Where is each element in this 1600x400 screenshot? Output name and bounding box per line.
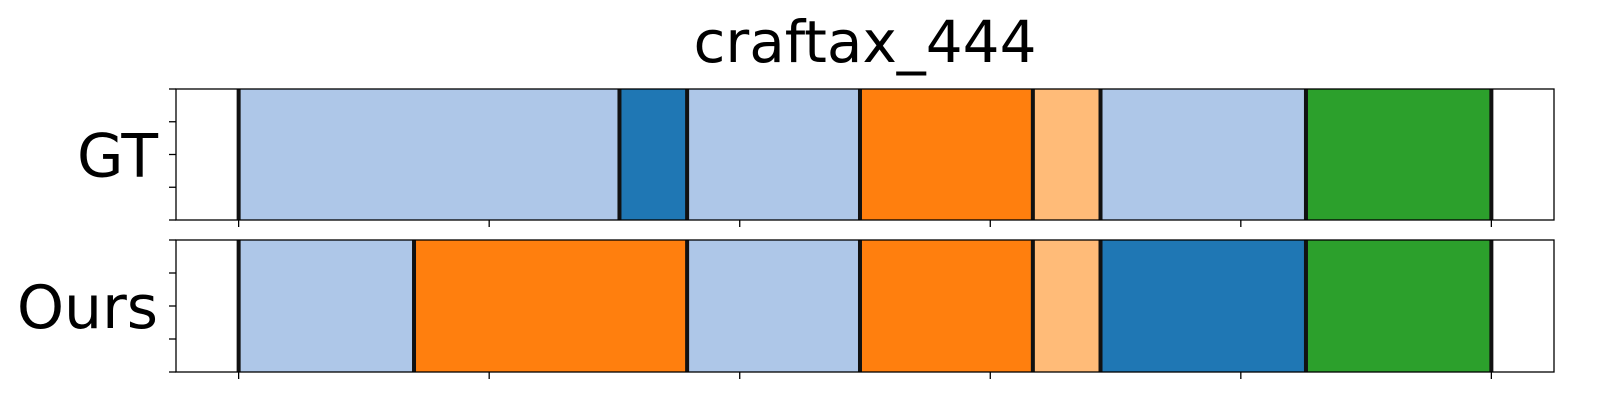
row-label-ours: Ours — [17, 273, 158, 343]
segment-ours-6 — [1305, 240, 1492, 372]
segment-gt-4 — [1032, 89, 1101, 220]
segment-gt-1 — [619, 89, 688, 220]
segment-gt-2 — [687, 89, 860, 220]
chart-title: craftax_444 — [694, 8, 1037, 76]
segment-gt-6 — [1305, 89, 1492, 220]
segment-ours-0 — [238, 240, 415, 372]
segment-ours-1 — [414, 240, 688, 372]
segment-ours-5 — [1100, 240, 1306, 372]
segment-ours-2 — [687, 240, 860, 372]
segment-ours-4 — [1032, 240, 1101, 372]
segment-ours-3 — [859, 240, 1033, 372]
segment-gt-0 — [238, 89, 620, 220]
segment-gt-5 — [1100, 89, 1306, 220]
segment-gt-3 — [859, 89, 1033, 220]
row-label-gt: GT — [77, 122, 158, 192]
